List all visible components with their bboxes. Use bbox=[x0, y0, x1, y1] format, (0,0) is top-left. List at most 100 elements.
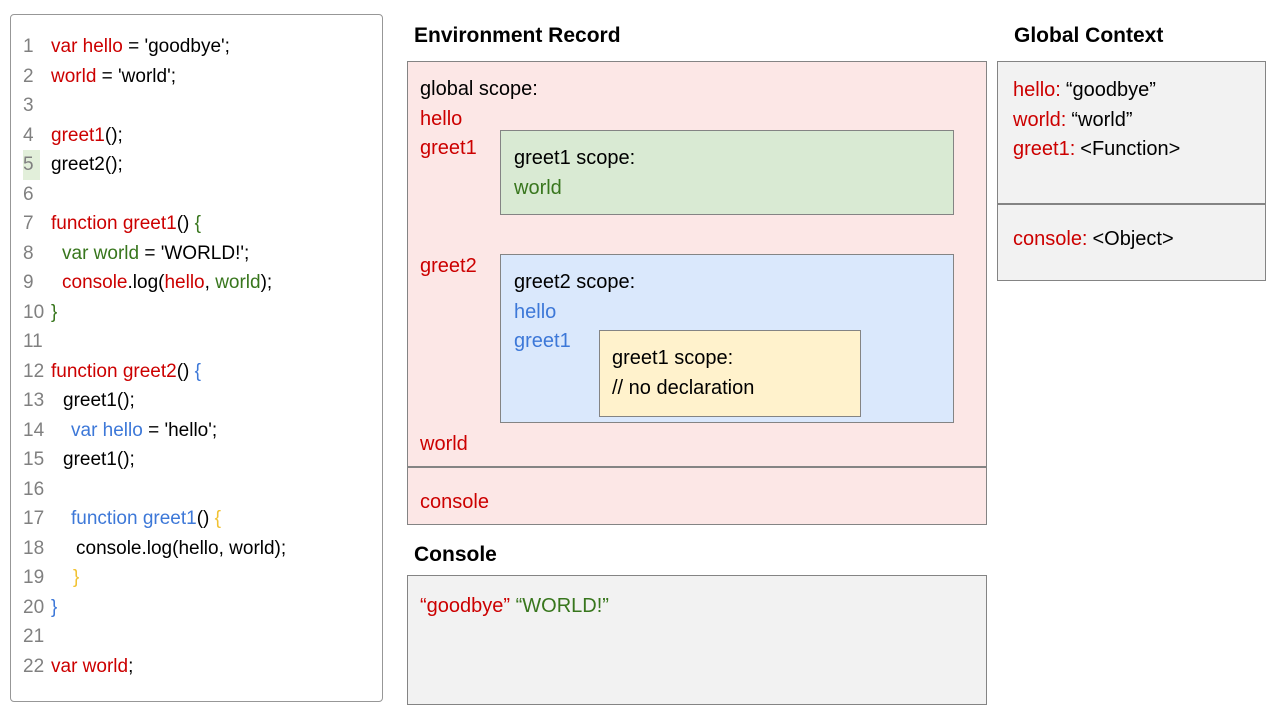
binding-world-value: “world” bbox=[1071, 108, 1133, 131]
global-context-box: hello:“goodbye” world:“world” greet1:<Fu… bbox=[997, 61, 1266, 204]
code-text: greet1(); bbox=[63, 449, 135, 470]
code-line-9: 9 console.log(hello, world); bbox=[11, 268, 382, 298]
global-context-title: Global Context bbox=[1014, 24, 1164, 47]
inner-greet1-scope-box: greet1 scope: // no declaration bbox=[599, 330, 861, 417]
code-line-14: 14 var hello = 'hello'; bbox=[11, 416, 382, 446]
binding-greet1: greet1:<Function> bbox=[1013, 135, 1265, 165]
code-line-13: 13 greet1(); bbox=[11, 386, 382, 416]
code-text: world = 'world'; bbox=[51, 65, 176, 87]
binding-hello: hello:“goodbye” bbox=[1013, 76, 1265, 106]
code-text: var hello = 'hello'; bbox=[71, 419, 218, 441]
line-number: 9 bbox=[23, 272, 34, 293]
greet1-scope-box: greet1 scope: world bbox=[500, 130, 954, 215]
code-line-8: 8 var world = 'WORLD!'; bbox=[11, 239, 382, 269]
code-line-19: 19} bbox=[11, 563, 382, 593]
global-var-hello: hello bbox=[420, 108, 463, 130]
code-text: console.log(hello, world); bbox=[76, 537, 287, 559]
code-text: function greet1() { bbox=[51, 213, 201, 234]
line-number: 3 bbox=[23, 95, 34, 116]
code-line-3: 3 bbox=[11, 91, 382, 121]
line-number: 21 bbox=[23, 626, 45, 647]
global-scope-label: global scope: bbox=[420, 78, 538, 100]
code-text: } bbox=[51, 596, 58, 618]
line-number: 13 bbox=[23, 390, 45, 411]
line-number: 6 bbox=[23, 183, 34, 205]
greet2-scope-label: greet2 scope: bbox=[514, 271, 636, 293]
binding-hello-value: “goodbye” bbox=[1065, 79, 1156, 101]
greet1-scope-label: greet1 scope: bbox=[514, 147, 636, 169]
global-var-greet2: greet2 bbox=[420, 255, 477, 277]
code-text: } bbox=[73, 567, 80, 588]
binding-console-value: <Object> bbox=[1092, 228, 1174, 250]
code-text: greet1(); bbox=[63, 390, 135, 411]
code-line-17: 17 function greet1() { bbox=[11, 504, 382, 534]
binding-greet1-name: greet1: bbox=[1013, 138, 1076, 160]
console-output-goodbye: “goodbye” bbox=[420, 595, 511, 617]
code-text: greet1(); bbox=[51, 124, 123, 146]
line-number: 15 bbox=[23, 449, 45, 470]
console-title: Console bbox=[414, 543, 497, 566]
line-number: 16 bbox=[23, 478, 45, 500]
greet2-scope-box: greet2 scope: hello greet1 greet1 scope:… bbox=[500, 254, 954, 423]
code-line-1: 1 var hello = 'goodbye'; bbox=[11, 32, 382, 62]
code-text: console.log(hello, world); bbox=[62, 272, 273, 293]
binding-console-name: console: bbox=[1013, 228, 1088, 250]
global-var-world: world bbox=[420, 433, 468, 455]
line-number: 8 bbox=[23, 242, 34, 264]
line-number: 4 bbox=[23, 124, 34, 146]
code-line-18: 18 console.log(hello, world); bbox=[11, 534, 382, 564]
console-record-label: console bbox=[420, 491, 489, 513]
code-line-10: 10} bbox=[11, 298, 382, 328]
greet1-scope-var-world: world bbox=[514, 176, 562, 199]
binding-hello-name: hello: bbox=[1013, 79, 1061, 101]
code-text: var world = 'WORLD!'; bbox=[62, 242, 250, 264]
code-text: var hello = 'goodbye'; bbox=[51, 36, 230, 57]
console-output-world: “WORLD!” bbox=[515, 595, 609, 617]
code-line-12: 12 function greet2() { bbox=[11, 357, 382, 387]
code-line-16: 16 bbox=[11, 475, 382, 505]
global-var-greet1: greet1 bbox=[420, 137, 477, 159]
code-line-22: 22 var world; bbox=[11, 652, 382, 682]
console-record-row: console bbox=[407, 467, 987, 525]
console-binding-box: console:<Object> bbox=[997, 204, 1266, 281]
code-lines: 1 var hello = 'goodbye'; 2 world = 'world';… bbox=[11, 32, 382, 681]
code-line-6: 6 bbox=[11, 180, 382, 210]
global-scope-box: global scope: hello greet1 greet2 world … bbox=[407, 61, 987, 467]
code-editor-panel: 1 var hello = 'goodbye'; 2 world = 'world';… bbox=[10, 14, 383, 702]
code-text: function greet2() { bbox=[51, 360, 201, 382]
binding-world-name: world: bbox=[1013, 108, 1067, 131]
code-text: var world; bbox=[51, 655, 134, 677]
greet2-scope-var-hello: hello bbox=[514, 300, 557, 323]
environment-record-title: Environment Record bbox=[414, 24, 621, 47]
code-line-21: 21 bbox=[11, 622, 382, 652]
inner-greet1-scope-comment: // no declaration bbox=[612, 376, 755, 399]
binding-console: console:<Object> bbox=[1013, 225, 1265, 255]
code-line-11: 11 bbox=[11, 327, 382, 357]
line-number: 7 bbox=[23, 213, 34, 234]
binding-greet1-value: <Function> bbox=[1080, 138, 1181, 160]
binding-world: world:“world” bbox=[1013, 106, 1265, 136]
line-number: 22 bbox=[23, 655, 45, 677]
line-number: 11 bbox=[23, 331, 43, 352]
code-text: function greet1() { bbox=[71, 508, 221, 529]
line-number: 2 bbox=[23, 65, 34, 87]
code-line-20: 20} bbox=[11, 593, 382, 623]
line-number: 10 bbox=[23, 301, 45, 323]
code-line-2: 2 world = 'world'; bbox=[11, 62, 382, 92]
code-text: } bbox=[51, 301, 58, 323]
line-number: 19 bbox=[23, 567, 45, 588]
line-number: 5 bbox=[11, 150, 51, 180]
line-number: 1 bbox=[23, 36, 34, 57]
line-number: 14 bbox=[23, 419, 45, 441]
line-number: 20 bbox=[23, 596, 45, 618]
line-number: 12 bbox=[23, 360, 45, 382]
line-number: 18 bbox=[23, 537, 45, 559]
code-text: greet2(); bbox=[51, 154, 123, 175]
console-output-box: “goodbye” “WORLD!” bbox=[407, 575, 987, 705]
inner-greet1-scope-label: greet1 scope: bbox=[612, 347, 734, 369]
greet2-scope-var-greet1: greet1 bbox=[514, 330, 571, 352]
code-line-15: 15 greet1(); bbox=[11, 445, 382, 475]
code-line-4: 4 greet1(); bbox=[11, 121, 382, 151]
line-number: 17 bbox=[23, 508, 45, 529]
